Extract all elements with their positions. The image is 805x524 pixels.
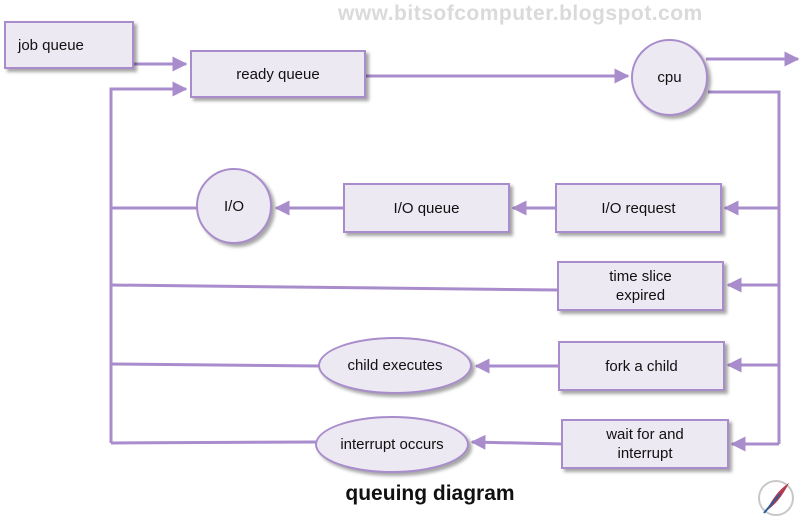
- io-label: I/O: [223, 197, 244, 215]
- wait-interrupt-label-line1: wait for and: [606, 426, 684, 443]
- return-from-child: [110, 362, 321, 368]
- left-trunk-line: [109, 81, 188, 443]
- watermark-text: www.bitsofcomputer.blogspot.com: [338, 2, 703, 25]
- wait-interrupt-label-line2: interrupt: [617, 445, 673, 462]
- fork-child-box: fork a child: [558, 341, 725, 391]
- ready-queue-label: ready queue: [236, 65, 320, 83]
- feather-quill-icon: [758, 480, 794, 516]
- interrupt-occurs-label: interrupt occurs: [340, 436, 444, 453]
- io-request-box: I/O request: [555, 183, 722, 233]
- right-trunk-line: [708, 90, 781, 444]
- fork-child-label: fork a child: [605, 357, 678, 375]
- io-queue-label: I/O queue: [393, 199, 460, 217]
- arrow-wait-to-interrupt: [470, 434, 564, 450]
- diagram-title: queuing diagram: [345, 482, 515, 505]
- interrupt-occurs-node: interrupt occurs: [315, 416, 469, 473]
- io-queue-box: I/O queue: [343, 183, 510, 233]
- io-request-label: I/O request: [601, 199, 676, 217]
- return-from-interrupt: [110, 440, 318, 445]
- cpu-label: cpu: [657, 69, 682, 86]
- wait-interrupt-box: wait for and interrupt: [561, 419, 729, 469]
- time-slice-label-line2: expired: [615, 287, 666, 304]
- io-node: I/O: [196, 168, 272, 244]
- child-executes-label: child executes: [347, 357, 443, 374]
- job-queue-label: job queue: [18, 36, 84, 54]
- time-slice-box: time slice expired: [557, 261, 724, 311]
- time-slice-label-line1: time slice: [609, 268, 672, 285]
- cpu-node: cpu: [631, 39, 708, 116]
- ready-queue-box: ready queue: [190, 50, 366, 98]
- child-executes-node: child executes: [318, 337, 472, 394]
- job-queue-box: job queue: [4, 21, 134, 69]
- return-from-time-slice: [110, 283, 558, 292]
